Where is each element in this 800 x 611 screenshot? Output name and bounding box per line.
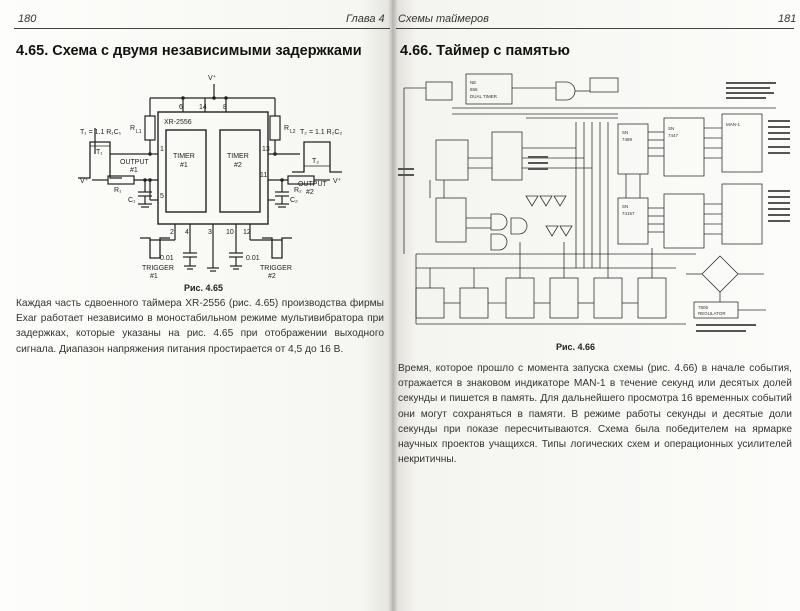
fig65-pin12: 12 [243, 229, 251, 236]
fig65-trigger2-line2: #2 [268, 273, 276, 280]
fig65-pin8: 8 [223, 104, 227, 111]
fig65-trigger1-line1: TRIGGER [142, 265, 174, 272]
fig65-c1: C₁ [128, 197, 136, 204]
fig65-rl2-sub: L2 [290, 129, 296, 135]
fig66-memory-line2: 7489 [622, 137, 633, 142]
fig65-pin3: 3 [208, 229, 212, 236]
fig65-trigger2-line1: TRIGGER [260, 265, 292, 272]
figure-4-65-caption: Рис. 4.65 [184, 283, 224, 293]
fig65-t1: T₁ [96, 149, 103, 156]
fig65-r1: R₁ [114, 187, 122, 194]
fig65-timer2-line2: #2 [234, 162, 242, 169]
fig65-pin4: 4 [185, 229, 189, 236]
right-running-head: Схемы таймеров [398, 13, 489, 25]
fig65-chip-label: XR-2556 [164, 119, 192, 126]
fig65-rl1-sub: L1 [136, 129, 142, 135]
fig66-display-label: MAN-1 [726, 122, 740, 127]
left-page: 180 Глава 4 4.65. Схема с двумя независи… [0, 0, 392, 611]
fig65-cap-left: 0.01 [160, 255, 174, 262]
right-page: Схемы таймеров 181 4.66. Таймер с память… [392, 0, 800, 611]
fig65-pin11: 11 [260, 172, 267, 179]
right-paragraph: Время, которое прошло с момента запуска … [398, 363, 792, 466]
fig65-t2-formula: T₂ = 1.1 R₂C₂ [300, 129, 342, 136]
fig65-pin6: 6 [179, 104, 183, 111]
right-page-number: 181 [778, 13, 797, 25]
fig65-t1-formula: T₁ = 1.1 R₁C₁ [80, 129, 122, 136]
fig65-r2: R₂ [294, 187, 302, 194]
fig65-output1-line2: #1 [130, 167, 138, 174]
fig65-trigger1-line2: #1 [150, 273, 158, 280]
fig66-dual-timer-line3: DUAL TIMER [470, 94, 498, 99]
fig66-regulator-line2: REGULATOR [698, 311, 726, 316]
fig66-decoder-line1: SN [668, 126, 674, 131]
fig66-decoder-line2: 7447 [668, 133, 679, 138]
right-header-rule [396, 28, 794, 29]
fig65-timer2-line1: TIMER [227, 153, 249, 160]
fig65-vplus-left: V⁺ [80, 177, 89, 185]
fig65-timer1-line1: TIMER [173, 153, 195, 160]
fig66-memory-line1: SN [622, 130, 628, 135]
fig65-pin1: 1 [160, 146, 164, 153]
fig66-regulator-line1: 7805 [698, 305, 709, 310]
figure-4-65-schematic: V⁺ 6 14 8 XR-2556 TIMER #1 TIMER #2 R L1… [78, 74, 342, 280]
fig66-dual-timer-line2: 556 [470, 87, 478, 92]
fig65-t2: T₂ [312, 158, 319, 165]
fig65-timer1-line2: #1 [180, 162, 188, 169]
fig65-pin10: 10 [226, 229, 234, 236]
fig65-cap-right: 0.01 [246, 255, 260, 262]
fig65-pin14: 14 [199, 104, 207, 111]
fig66-mux-line2: 74157 [622, 211, 635, 216]
fig65-output2-line2: #2 [306, 189, 314, 196]
figure-4-66-schematic: NE 556 DUAL TIMER SN 7489 SN 7447 SN 741… [398, 73, 790, 332]
fig65-pin5: 5 [160, 193, 164, 200]
left-page-number: 180 [18, 13, 37, 25]
right-section-title: 4.66. Таймер с памятью [400, 43, 570, 59]
fig65-pin2: 2 [170, 229, 174, 236]
fig65-vplus-top: V⁺ [208, 74, 217, 82]
fig65-rl1: R [130, 125, 135, 132]
fig66-mux-line1: SN [622, 204, 628, 209]
fig65-vplus-right: V⁺ [333, 177, 342, 185]
fig65-output2-line1: OUTPUT [298, 181, 328, 188]
fig66-dual-timer-line1: NE [470, 80, 476, 85]
book-spine-shadow [388, 0, 398, 611]
left-running-head: Глава 4 [346, 13, 385, 25]
figure-4-66-caption: Рис. 4.66 [556, 342, 596, 352]
left-paragraph: Каждая часть сдвоенного таймера XR-2556 … [16, 298, 384, 355]
fig65-c2: C₂ [290, 197, 298, 204]
fig65-rl2: R [284, 125, 289, 132]
fig65-pin13: 13 [262, 146, 270, 153]
left-section-title: 4.65. Схема с двумя независимыми задержк… [16, 43, 362, 59]
left-header-rule [14, 28, 390, 29]
fig65-output1-line1: OUTPUT [120, 159, 150, 166]
